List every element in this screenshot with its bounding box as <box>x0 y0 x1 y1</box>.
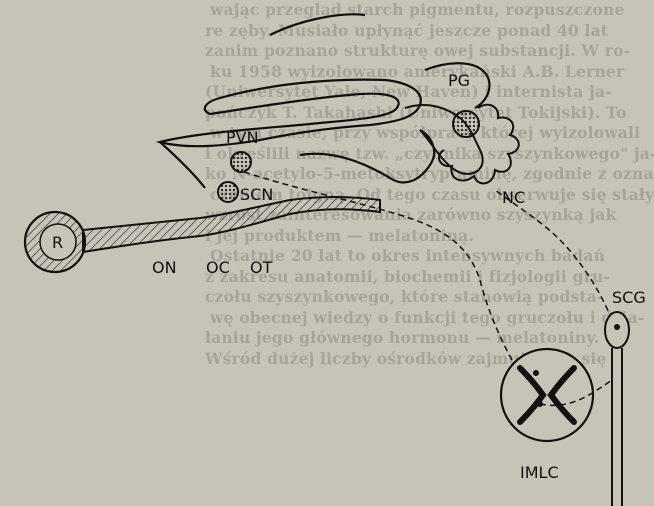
spinal-cord <box>501 349 593 441</box>
label-oc: OC <box>206 258 230 277</box>
brain-lower-outline <box>160 130 434 188</box>
label-pvn: PVN <box>226 128 259 147</box>
label-scg: SCG <box>612 288 646 307</box>
scn-nucleus <box>218 182 238 202</box>
label-imlc: IMLC <box>520 463 559 482</box>
label-pg: PG <box>448 71 470 90</box>
imlc-dot <box>533 370 539 376</box>
label-ot: OT <box>250 258 273 277</box>
pathway-scg-pg <box>495 190 612 320</box>
brain-outline <box>160 80 421 147</box>
nc-outline <box>439 105 519 184</box>
pvn-nucleus <box>231 152 251 172</box>
optic-nerve <box>83 197 380 252</box>
scg-dot <box>614 324 620 330</box>
label-on: ON <box>152 258 177 277</box>
pg-nucleus <box>453 111 479 137</box>
label-scn: SCN <box>240 185 273 204</box>
label-r: R <box>52 233 63 252</box>
